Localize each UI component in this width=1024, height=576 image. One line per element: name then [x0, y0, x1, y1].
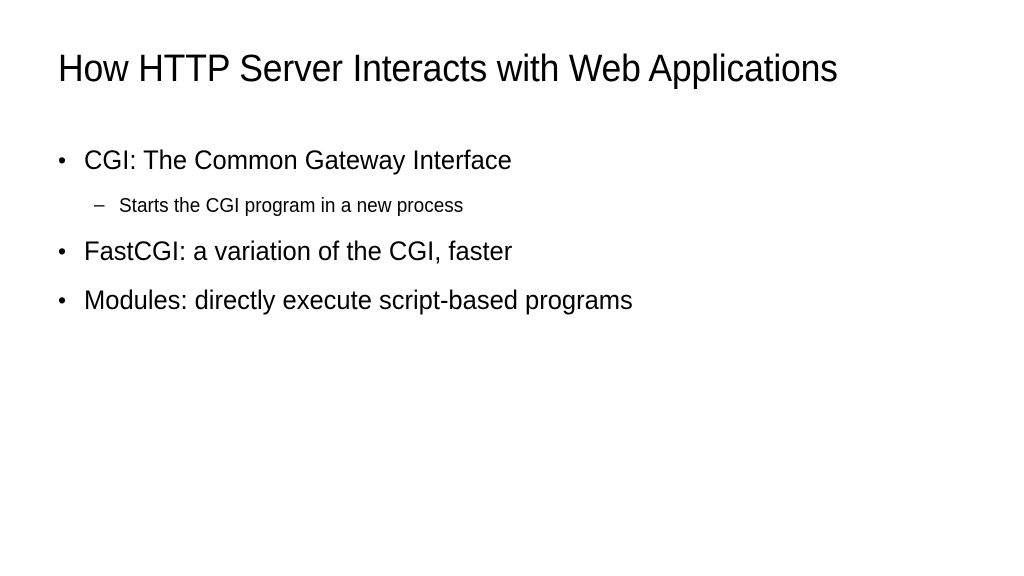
bullet-dash-icon: – — [94, 195, 105, 216]
sub-bullet-text: Starts the CGI program in a new process — [119, 195, 464, 217]
bullet-text: CGI: The Common Gateway Interface — [84, 145, 512, 175]
bullet-item-cgi: • CGI: The Common Gateway Interface — [58, 136, 978, 185]
bullet-text: FastCGI: a variation of the CGI, faster — [84, 236, 513, 266]
bullet-dot-icon: • — [58, 287, 67, 313]
slide-title: How HTTP Server Interacts with Web Appli… — [58, 48, 838, 90]
bullet-item-fastcgi: • FastCGI: a variation of the CGI, faste… — [58, 227, 978, 276]
sub-bullet-item-cgi-process: – Starts the CGI program in a new proces… — [58, 185, 978, 227]
bullet-dot-icon: • — [58, 238, 67, 264]
bullet-text: Modules: directly execute script-based p… — [84, 285, 633, 315]
slide-body-content: • CGI: The Common Gateway Interface – St… — [58, 136, 978, 325]
bullet-dot-icon: • — [58, 147, 67, 173]
bullet-item-modules: • Modules: directly execute script-based… — [58, 276, 978, 325]
